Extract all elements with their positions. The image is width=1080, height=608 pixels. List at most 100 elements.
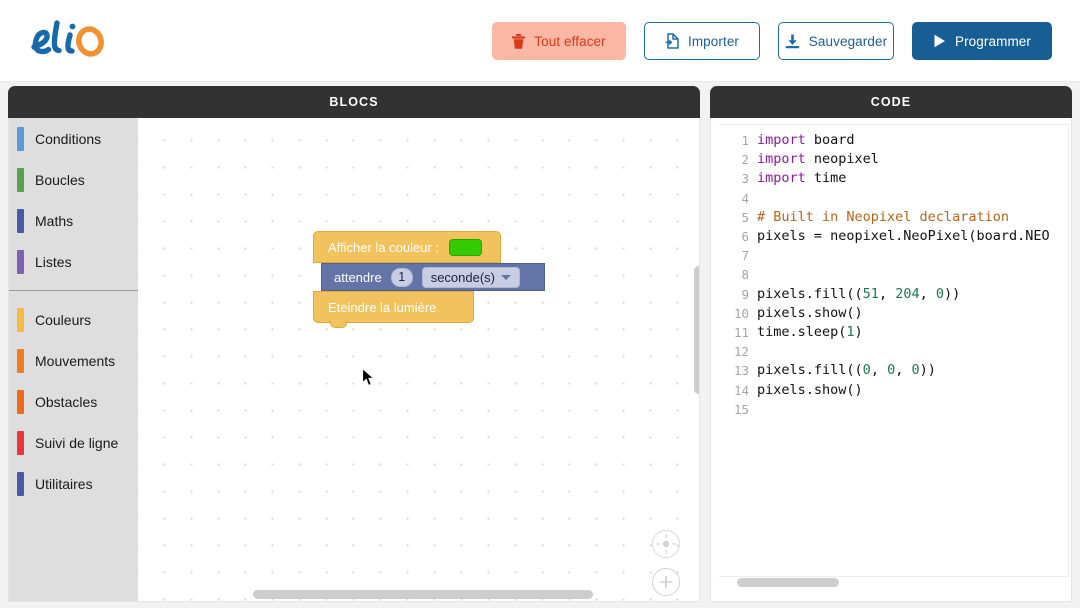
- code-line: # Built in Neopixel declaration: [757, 208, 1068, 227]
- blockly-canvas[interactable]: Afficher la couleur : attendre 1 seconde…: [138, 118, 699, 601]
- code-horizontal-scrollbar[interactable]: [737, 578, 839, 587]
- sidebar-item-suivi-de-ligne[interactable]: Suivi de ligne: [9, 422, 138, 463]
- code-line: import time: [757, 169, 1068, 188]
- code-token: pixels = neopixel.NeoPixel(board.NEO: [757, 228, 1050, 245]
- block-stack[interactable]: Afficher la couleur : attendre 1 seconde…: [313, 231, 545, 328]
- wait-unit-dropdown[interactable]: seconde(s): [421, 266, 521, 288]
- program-button[interactable]: Programmer: [912, 22, 1052, 60]
- line-number: 15: [733, 401, 749, 417]
- block-wait-label: attendre: [334, 269, 382, 285]
- center-target-icon[interactable]: [652, 530, 680, 558]
- category-color-bar: [17, 431, 24, 455]
- code-line: [757, 189, 1068, 208]
- zoom-in-icon[interactable]: [652, 568, 680, 596]
- blocks-panel-title: BLOCS: [329, 95, 379, 109]
- top-bar: Tout effacer Importer Sauvegarder: [0, 0, 1080, 82]
- code-token: ,: [878, 285, 896, 302]
- sidebar-item-conditions[interactable]: Conditions: [9, 118, 138, 159]
- import-label: Importer: [687, 33, 740, 49]
- sidebar-item-label: Boucles: [35, 171, 85, 188]
- line-number: 4: [741, 190, 749, 206]
- code-token: 0: [911, 362, 920, 379]
- sidebar-item-listes[interactable]: Listes: [9, 241, 138, 282]
- chevron-down-icon: [501, 274, 512, 280]
- sidebar-item-label: Conditions: [35, 130, 102, 147]
- code-line: time.sleep(1): [757, 323, 1068, 342]
- line-number: 10: [733, 305, 749, 321]
- canvas-horizontal-scrollbar[interactable]: [253, 590, 593, 599]
- category-color-bar: [17, 127, 24, 151]
- import-button[interactable]: Importer: [644, 22, 760, 60]
- code-line: import board: [757, 131, 1068, 150]
- code-token: ,: [895, 362, 912, 379]
- category-color-bar: [17, 390, 24, 414]
- code-line: [757, 400, 1068, 419]
- sidebar-divider: [9, 290, 138, 291]
- line-number: 5: [741, 209, 749, 225]
- sidebar-item-maths[interactable]: Maths: [9, 200, 138, 241]
- sidebar-item-boucles[interactable]: Boucles: [9, 159, 138, 200]
- file-import-icon: [665, 33, 679, 49]
- block-show-color[interactable]: Afficher la couleur :: [313, 231, 501, 263]
- block-turn-off-light[interactable]: Eteindre la lumière: [313, 291, 474, 328]
- code-token: time.sleep(: [757, 324, 847, 341]
- line-number: 7: [741, 248, 749, 264]
- code-token: # Built in Neopixel declaration: [757, 208, 1009, 225]
- save-button[interactable]: Sauvegarder: [778, 22, 894, 60]
- code-token: )): [944, 285, 961, 302]
- color-swatch-field[interactable]: [449, 238, 483, 256]
- clear-all-label: Tout effacer: [534, 33, 606, 49]
- code-panel-header: CODE: [710, 86, 1072, 118]
- elio-logo[interactable]: [26, 14, 116, 66]
- play-icon: [933, 34, 946, 48]
- category-color-bar: [17, 168, 24, 192]
- code-token: import: [757, 151, 806, 168]
- code-token: pixels.show(): [757, 381, 863, 398]
- sidebar-item-label: Utilitaires: [35, 475, 93, 492]
- code-token: ,: [870, 362, 888, 379]
- code-token: )): [919, 362, 936, 379]
- code-token: 204: [895, 285, 920, 302]
- mouse-cursor: [362, 367, 375, 392]
- code-token: 51: [862, 285, 879, 302]
- line-number: 8: [741, 267, 749, 283]
- line-number: 6: [741, 229, 749, 245]
- code-line: pixels.fill((51, 204, 0)): [757, 285, 1068, 304]
- code-line: import neopixel: [757, 150, 1068, 169]
- code-token: neopixel: [805, 151, 879, 168]
- sidebar-item-mouvements[interactable]: Mouvements: [9, 340, 138, 381]
- sidebar-item-label: Suivi de ligne: [35, 434, 119, 451]
- line-number: 3: [741, 171, 749, 187]
- code-token: import: [757, 132, 806, 148]
- code-token: ,: [919, 285, 936, 302]
- wait-duration-field[interactable]: 1: [390, 267, 413, 287]
- program-label: Programmer: [954, 33, 1031, 49]
- line-number: 13: [733, 363, 749, 379]
- code-line: pixels = neopixel.NeoPixel(board.NEO: [757, 227, 1068, 246]
- code-token: 0: [862, 362, 871, 379]
- canvas-vertical-scrollbar[interactable]: [694, 266, 699, 394]
- category-color-bar: [17, 349, 24, 373]
- code-token: time: [805, 170, 847, 187]
- toolbar: Tout effacer Importer Sauvegarder: [492, 22, 1052, 60]
- line-number: 2: [741, 152, 749, 168]
- block-wait[interactable]: attendre 1 seconde(s): [321, 263, 545, 291]
- code-token: pixels.fill((: [757, 285, 863, 302]
- clear-all-button[interactable]: Tout effacer: [492, 22, 626, 60]
- code-line: [757, 342, 1068, 361]
- sidebar-item-couleurs[interactable]: Couleurs: [9, 299, 138, 340]
- sidebar-item-utilitaires[interactable]: Utilitaires: [9, 463, 138, 504]
- line-number: 1: [741, 133, 749, 148]
- sidebar-item-label: Listes: [35, 253, 72, 270]
- wait-unit-label: seconde(s): [430, 269, 496, 285]
- line-number: 14: [733, 382, 749, 398]
- category-color-bar: [17, 472, 24, 496]
- sidebar-item-label: Obstacles: [35, 393, 98, 410]
- sidebar-item-obstacles[interactable]: Obstacles: [9, 381, 138, 422]
- line-number: 12: [733, 344, 749, 360]
- block-bottom-notch: [330, 321, 347, 328]
